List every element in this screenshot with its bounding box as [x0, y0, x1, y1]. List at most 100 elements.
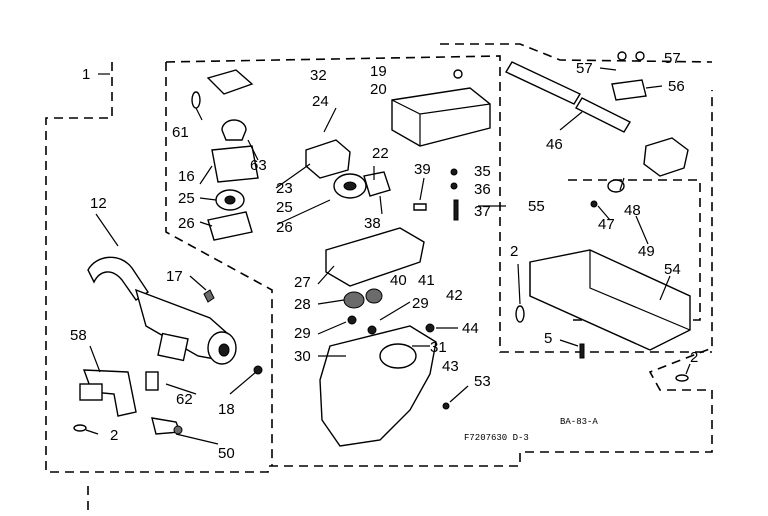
- label-20: 20: [370, 81, 387, 98]
- label-24: 24: [312, 93, 329, 110]
- label-30: 30: [294, 348, 311, 365]
- solenoid-24: [305, 139, 351, 179]
- label-26-mid: 26: [276, 219, 293, 236]
- nut-35: [450, 168, 458, 176]
- label-48: 48: [624, 202, 641, 219]
- screw-44: [425, 323, 435, 333]
- seal-29a: [347, 315, 357, 325]
- valve-fitting: [643, 137, 689, 177]
- diaphragm-28: [343, 291, 365, 309]
- pilot-nozzle-hole: [218, 343, 230, 357]
- screw-39: [413, 203, 427, 211]
- screw-20: [453, 69, 463, 79]
- label-58: 58: [70, 327, 87, 344]
- screw-5: [579, 343, 585, 359]
- label-37: 37: [474, 203, 491, 220]
- pilot-bracket: [157, 332, 189, 362]
- valve-group-boundary: [165, 62, 273, 466]
- label-39: 39: [414, 161, 431, 178]
- label-32: 32: [310, 67, 327, 84]
- label-43: 43: [442, 358, 459, 375]
- label-54: 54: [664, 261, 681, 278]
- tube-46: [575, 97, 631, 133]
- label-29-left: 29: [294, 325, 311, 342]
- igniter-bracket-tab: [79, 383, 103, 401]
- clip-63: [221, 119, 247, 141]
- valve-top-boundary: [165, 55, 712, 353]
- washer-36: [450, 182, 458, 190]
- label-36: 36: [474, 181, 491, 198]
- coil-frame-16: [211, 145, 259, 183]
- gasket-38: [363, 171, 391, 197]
- label-35: 35: [474, 163, 491, 180]
- spring-23-core: [343, 181, 357, 191]
- burner-bracket-edge: [529, 250, 691, 331]
- label-26-left: 26: [178, 215, 195, 232]
- label-5: 5: [544, 330, 552, 347]
- label-25-left: 25: [178, 190, 195, 207]
- pilot-spring-clip: [203, 289, 215, 303]
- label-55: 55: [528, 198, 545, 215]
- leader-lines: [85, 67, 691, 445]
- outer-assembly-boundary: [45, 62, 713, 473]
- label-16: 16: [178, 168, 195, 185]
- label-2-right: 2: [690, 349, 698, 366]
- valve-40: [365, 288, 383, 304]
- valve-body-31: [319, 325, 437, 447]
- label-47: 47: [598, 216, 615, 233]
- mount-plate-26: [207, 211, 253, 241]
- pilot-burner-assembly: [87, 256, 263, 375]
- label-57-left: 57: [576, 60, 593, 77]
- label-63: 63: [250, 157, 267, 174]
- seal-29b: [367, 325, 377, 335]
- screw-61: [191, 91, 201, 109]
- label-31: 31: [430, 339, 447, 356]
- valve-body-port: [379, 343, 417, 369]
- label-57-right: 57: [664, 50, 681, 67]
- drawing-code-top: BA-83-A: [560, 417, 598, 427]
- label-42: 42: [446, 287, 463, 304]
- label-41: 41: [418, 272, 435, 289]
- label-18: 18: [218, 401, 235, 418]
- label-23: 23: [276, 180, 293, 197]
- screw-57a: [617, 51, 627, 61]
- top-rail-boundary: [440, 43, 713, 63]
- label-17: 17: [166, 268, 183, 285]
- label-50: 50: [218, 445, 235, 462]
- gasket-62: [145, 371, 159, 391]
- label-28: 28: [294, 296, 311, 313]
- label-22: 22: [372, 145, 389, 162]
- callout-labels: 1 12 17 58 62 2 18 50 61 63 16 25 26 32 …: [70, 50, 698, 462]
- valve-top-plate-27: [325, 227, 425, 287]
- label-2-mid: 2: [510, 243, 518, 260]
- valve-side-components: [191, 69, 259, 241]
- screw-2-right: [675, 374, 689, 382]
- label-40: 40: [390, 272, 407, 289]
- valve-cover-19: [391, 87, 491, 147]
- label-56: 56: [668, 78, 685, 95]
- label-62: 62: [176, 391, 193, 408]
- label-53: 53: [474, 373, 491, 390]
- igniter-bracket-assembly: [73, 369, 183, 435]
- drawing-code-bottom: F7207630 D-3: [464, 433, 529, 443]
- label-2-left: 2: [110, 427, 118, 444]
- valve-cover-edge: [391, 99, 491, 146]
- cover-plate-top: [206, 69, 254, 95]
- clip-47: [590, 200, 598, 208]
- label-38: 38: [364, 215, 381, 232]
- manifold-assembly: [505, 51, 691, 382]
- label-44: 44: [462, 320, 479, 337]
- label-49: 49: [638, 243, 655, 260]
- label-46: 46: [546, 136, 563, 153]
- label-29-right: 29: [412, 295, 429, 312]
- screw-2-bracket: [515, 305, 525, 323]
- label-27: 27: [294, 274, 311, 291]
- coil-core: [224, 195, 236, 205]
- label-61: 61: [172, 124, 189, 141]
- pilot-tube-elbow: [87, 256, 149, 301]
- main-gas-valve: [305, 69, 491, 447]
- screw-37: [453, 199, 459, 221]
- label-12: 12: [90, 195, 107, 212]
